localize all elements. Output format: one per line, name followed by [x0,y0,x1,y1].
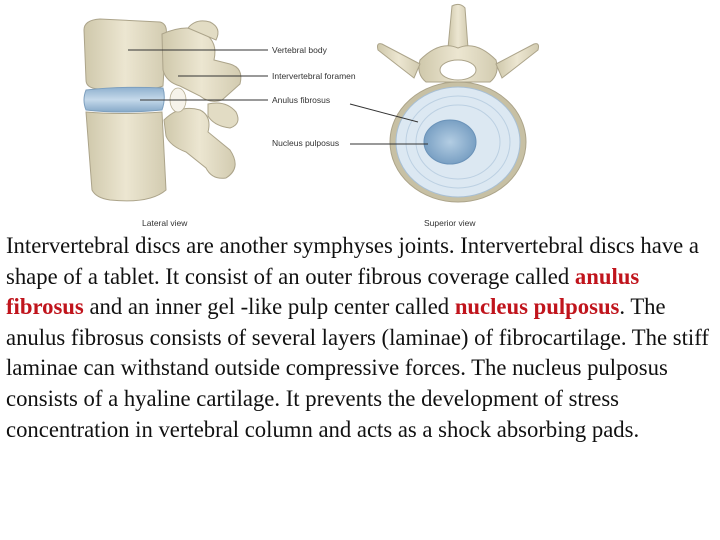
label-anulus-fibrosus: Anulus fibrosus [272,95,330,105]
text-part-1: Intervertebral discs are another symphys… [6,233,699,289]
caption-superior-view: Superior view [424,218,476,228]
text-part-3: . The anulus fibrosus consists of severa… [6,294,709,442]
label-intervertebral-foramen: Intervertebral foramen [272,71,356,81]
text-part-2: and an inner gel -like pulp center calle… [83,294,455,320]
body-paragraph: Intervertebral discs are another symphys… [6,231,718,445]
caption-lateral-view: Lateral view [142,218,188,228]
superior-view-illustration [377,3,539,203]
term-nucleus-pulposus: nucleus pulposus [454,294,620,320]
anatomy-figure: Vertebral body Intervertebral foramen An… [83,3,539,228]
term-anulus-fibrosus: anulus fibrosus [6,263,640,320]
lateral-view-illustration [83,18,242,202]
label-vertebral-body: Vertebral body [272,45,328,55]
leader-lines [128,49,428,145]
label-nucleus-pulposus: Nucleus pulposus [272,138,339,148]
